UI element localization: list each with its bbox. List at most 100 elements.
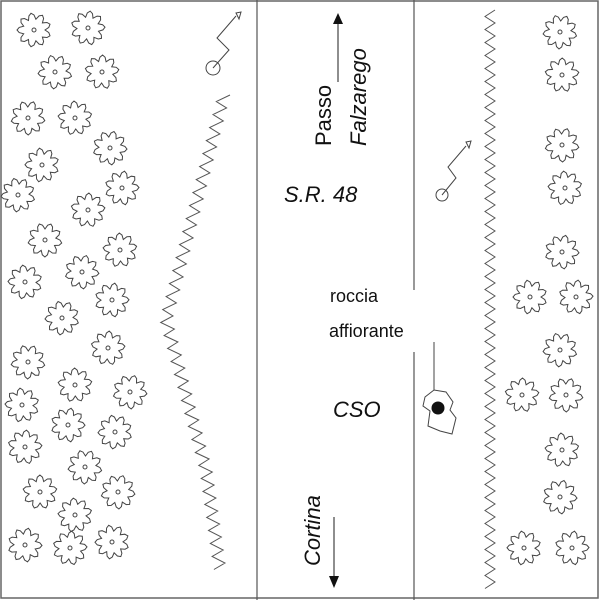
label-cortina: Cortina bbox=[300, 495, 325, 566]
tree-icon bbox=[97, 414, 132, 450]
tree-icon bbox=[90, 330, 126, 365]
site-marker-dot bbox=[431, 401, 445, 415]
tree-icon bbox=[53, 530, 88, 566]
tree-icon bbox=[100, 475, 136, 510]
tree-icon bbox=[44, 300, 79, 336]
tree-center bbox=[107, 145, 113, 151]
arrow-down-icon bbox=[329, 517, 339, 588]
tree-center bbox=[72, 512, 78, 518]
tree-icon bbox=[555, 530, 590, 566]
tree-center bbox=[42, 237, 48, 243]
label-falzarego: Falzarego bbox=[346, 48, 371, 146]
tree-center bbox=[99, 69, 105, 75]
tree-icon bbox=[16, 12, 51, 48]
tree-center bbox=[22, 444, 28, 450]
tree-icon bbox=[70, 192, 106, 227]
tree-icon bbox=[547, 170, 583, 206]
label-road-name: S.R. 48 bbox=[284, 182, 358, 207]
tree-center bbox=[557, 29, 563, 35]
tree-center bbox=[119, 185, 125, 191]
tree-icon bbox=[94, 524, 129, 560]
tree-center bbox=[82, 464, 88, 470]
label-passo: Passo bbox=[311, 85, 336, 146]
tree-center bbox=[72, 382, 78, 388]
tree-icon bbox=[542, 15, 578, 50]
tree-icon bbox=[57, 100, 93, 135]
tree-icon bbox=[548, 378, 584, 413]
tree-center bbox=[52, 69, 58, 75]
tree-center bbox=[127, 389, 133, 395]
tree-icon bbox=[93, 130, 128, 166]
tree-center bbox=[527, 294, 533, 300]
tree-center bbox=[521, 545, 527, 551]
tree-center bbox=[559, 249, 565, 255]
arrow-up-icon bbox=[333, 13, 343, 82]
tree-center bbox=[519, 392, 525, 398]
tree-icon bbox=[10, 345, 46, 380]
signpost-icon bbox=[435, 140, 472, 202]
tree-center bbox=[25, 359, 31, 365]
tree-center bbox=[31, 27, 37, 33]
signpost-icon bbox=[205, 11, 242, 76]
tree-icon bbox=[37, 54, 73, 90]
tree-icon bbox=[559, 279, 594, 315]
tree-icon bbox=[542, 332, 578, 368]
tree-center bbox=[22, 542, 28, 548]
tree-icon bbox=[22, 474, 58, 509]
tree-center bbox=[15, 192, 21, 198]
tree-icon bbox=[105, 170, 140, 206]
tree-center bbox=[109, 539, 115, 545]
tree-center bbox=[115, 489, 121, 495]
tree-center bbox=[562, 185, 568, 191]
label-rock-2: affiorante bbox=[329, 321, 404, 341]
tree-icon bbox=[512, 279, 547, 315]
tree-center bbox=[559, 447, 565, 453]
tree-center bbox=[79, 269, 85, 275]
tree-icon bbox=[7, 429, 43, 465]
tree-icon bbox=[112, 375, 148, 410]
tree-icon bbox=[506, 530, 541, 566]
tree-center bbox=[59, 315, 65, 321]
tree-icon bbox=[544, 57, 580, 92]
tree-center bbox=[112, 429, 118, 435]
tree-center bbox=[85, 25, 91, 31]
tree-icon bbox=[95, 282, 130, 318]
tree-center bbox=[19, 402, 25, 408]
tree-icon bbox=[24, 147, 59, 183]
tree-center bbox=[573, 294, 579, 300]
tree-icon bbox=[4, 387, 39, 423]
tree-icon bbox=[67, 450, 103, 485]
tree-center bbox=[559, 142, 565, 148]
tree-icon bbox=[51, 407, 86, 443]
tree-icon bbox=[57, 497, 93, 533]
tree-icon bbox=[10, 101, 46, 136]
tree-center bbox=[109, 297, 115, 303]
tree-center bbox=[39, 162, 45, 168]
tree-center bbox=[22, 279, 28, 285]
tree-icon bbox=[544, 128, 580, 163]
slope-hatching-right bbox=[484, 9, 496, 589]
tree-center bbox=[85, 207, 91, 213]
tree-icon bbox=[8, 527, 43, 563]
tree-icon bbox=[543, 479, 578, 515]
label-rock-1: roccia bbox=[330, 286, 379, 306]
tree-icon bbox=[102, 232, 138, 267]
tree-icon bbox=[27, 223, 63, 258]
tree-icon bbox=[64, 254, 100, 290]
slope-hatching-left bbox=[159, 94, 231, 570]
tree-icon bbox=[544, 432, 580, 467]
tree-center bbox=[557, 494, 563, 500]
tree-icon bbox=[545, 234, 580, 270]
tree-center bbox=[563, 392, 569, 398]
tree-center bbox=[72, 115, 78, 121]
tree-center bbox=[65, 422, 71, 428]
tree-icon bbox=[504, 377, 540, 412]
tree-icon bbox=[7, 264, 42, 300]
tree-center bbox=[105, 345, 111, 351]
forest bbox=[0, 10, 594, 566]
tree-icon bbox=[71, 10, 106, 46]
tree-icon bbox=[0, 177, 36, 213]
tree-center bbox=[557, 347, 563, 353]
